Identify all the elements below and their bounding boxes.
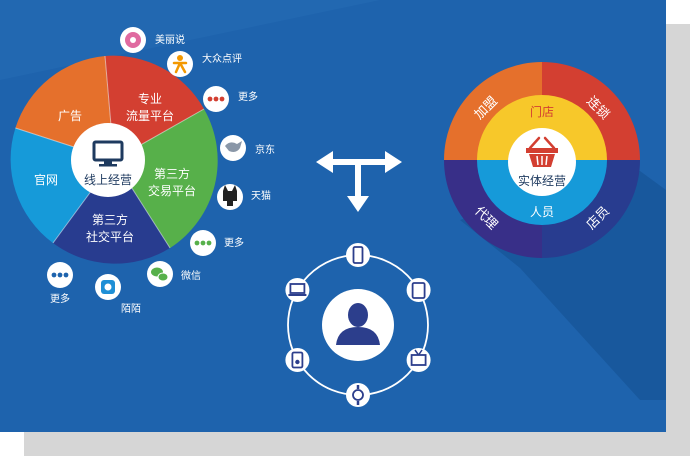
tmall-cat-icon [223, 185, 237, 206]
segment-official-label: 官网 [34, 172, 58, 187]
segment-social-label-line2: 社交平台 [86, 229, 134, 244]
segment-social-shape [53, 160, 170, 264]
device-node-music-player[interactable] [285, 348, 310, 372]
jd-dog-icon [225, 141, 242, 152]
ring-store-shape [477, 95, 607, 160]
music-player-icon [291, 351, 304, 369]
segment-trade-label-line1: 第三方 [154, 166, 190, 181]
segment-ads-label: 广告 [58, 109, 82, 123]
platform-more-2[interactable]: 更多 [190, 230, 244, 256]
ring-label-store: 门店 [530, 104, 554, 119]
device-node-watch[interactable] [346, 383, 370, 407]
platform-label: 陌陌 [121, 303, 141, 315]
tablet-icon [411, 282, 426, 299]
platform-label: 更多 [50, 292, 70, 305]
platform-more-1[interactable]: 更多 [203, 86, 258, 112]
platform-dianping[interactable]: 大众点评 [167, 51, 242, 77]
tv-icon [410, 349, 427, 366]
online-wheel: 线上经营 广告 专业 流量平台 第三方 交易平台 第三方 社交平台 官网 [10, 55, 218, 264]
ring-label-staff: 人员 [530, 205, 554, 219]
device-node-laptop[interactable] [285, 278, 310, 302]
more-dots-icon [194, 240, 212, 246]
platform-label: 大众点评 [202, 52, 242, 65]
momo-icon [101, 280, 115, 294]
monitor-icon [92, 140, 124, 167]
more-dots-icon [51, 272, 69, 278]
platform-label: 更多 [238, 90, 258, 103]
segment-trade-shape [114, 109, 218, 248]
platform-label: 京东 [255, 143, 275, 156]
basket-icon [526, 136, 558, 167]
segment-social-label-line1: 第三方 [92, 212, 128, 227]
device-node-tablet[interactable] [406, 278, 431, 302]
meilishuo-icon [125, 32, 141, 48]
device-node-tv[interactable] [406, 348, 431, 372]
more-dots-icon [207, 96, 225, 102]
device-node-phone[interactable] [346, 243, 370, 267]
segment-trade-label-line2: 交易平台 [148, 183, 196, 198]
person-icon [336, 303, 380, 345]
segment-traffic-label-line2: 流量平台 [126, 108, 174, 123]
platform-meilishuo[interactable]: 美丽说 [120, 27, 185, 53]
online-center-label: 线上经营 [84, 173, 132, 187]
offline-center-label: 实体经营 [518, 173, 566, 188]
platform-momo[interactable]: 陌陌 [95, 274, 141, 315]
offline-wheel: 实体经营 门店 人员 加盟 连锁 代理 店员 [444, 62, 666, 400]
segment-traffic-label-line1: 专业 [138, 91, 162, 106]
wechat-icon [151, 267, 169, 282]
three-way-arrow-icon [316, 151, 402, 212]
platform-label: 天猫 [251, 189, 271, 202]
dianping-icon [172, 55, 188, 74]
watch-icon [352, 385, 364, 405]
platform-label: 美丽说 [155, 33, 185, 46]
platform-more-3[interactable]: 更多 [47, 262, 73, 305]
laptop-icon [288, 283, 307, 296]
platform-label: 微信 [181, 269, 201, 282]
platform-wechat[interactable]: 微信 [147, 261, 201, 287]
center-hub [285, 243, 431, 407]
platform-icons: 美丽说 大众点评 更多 [47, 27, 275, 315]
platform-label: 更多 [224, 236, 244, 249]
platform-jd[interactable]: 京东 [220, 135, 275, 161]
platform-tmall[interactable]: 天猫 [217, 184, 271, 210]
phone-icon [352, 246, 364, 264]
